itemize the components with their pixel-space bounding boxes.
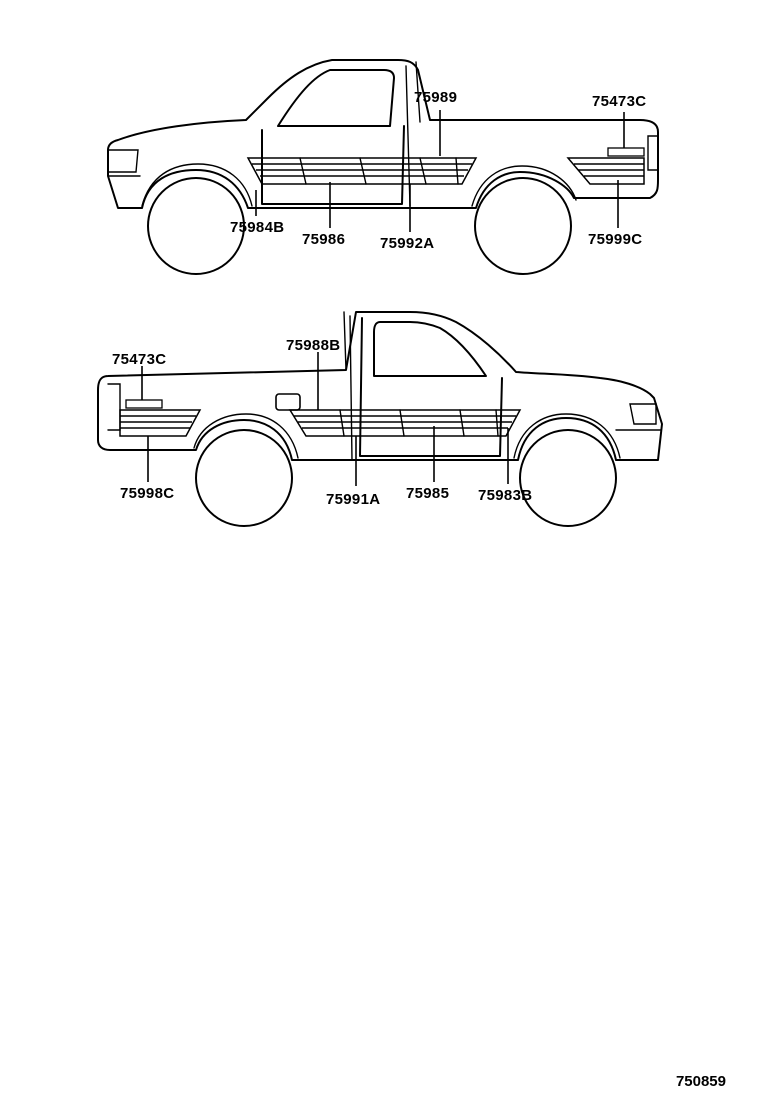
label-75473c-top: 75473C [592,93,646,110]
label-75998c: 75998C [120,485,174,502]
label-75985: 75985 [406,485,449,502]
stripe-set-bottom-bed [119,399,202,437]
label-75991a: 75991A [326,491,380,508]
label-75992a: 75992A [380,235,434,252]
truck-bottom-view: 75473C 75988B 75998C 75991A 75985 75983B [97,311,663,527]
rear-wheel-bottom [195,429,293,527]
emblem-top [607,147,645,157]
figure-code: 750859 [675,1073,726,1090]
truck-bottom-window [373,321,487,377]
label-75984b: 75984B [230,219,284,236]
label-75989: 75989 [414,89,457,106]
label-75986: 75986 [302,231,345,248]
front-wheel-top [147,177,245,275]
stripe-set-bottom-cab [288,409,522,437]
truck-top-window [277,69,395,127]
stripe-set-top-bed [566,147,645,185]
label-75473c-bottom: 75473C [112,351,166,368]
truck-bottom-body [97,311,663,461]
front-wheel-bottom [519,429,617,527]
stripe-set-top-cab [246,157,478,185]
truck-top-door [261,125,405,205]
emblem-bottom [125,399,163,409]
truck-top-body [107,59,659,209]
fuel-door [275,393,301,411]
label-75999c: 75999C [588,231,642,248]
rear-wheel-top [474,177,572,275]
label-75983b: 75983B [478,487,532,504]
truck-bottom-door [359,317,503,457]
label-75988b: 75988B [286,337,340,354]
truck-top-view: 75989 75473C 75984B 75986 75992A 75999C [107,59,659,275]
